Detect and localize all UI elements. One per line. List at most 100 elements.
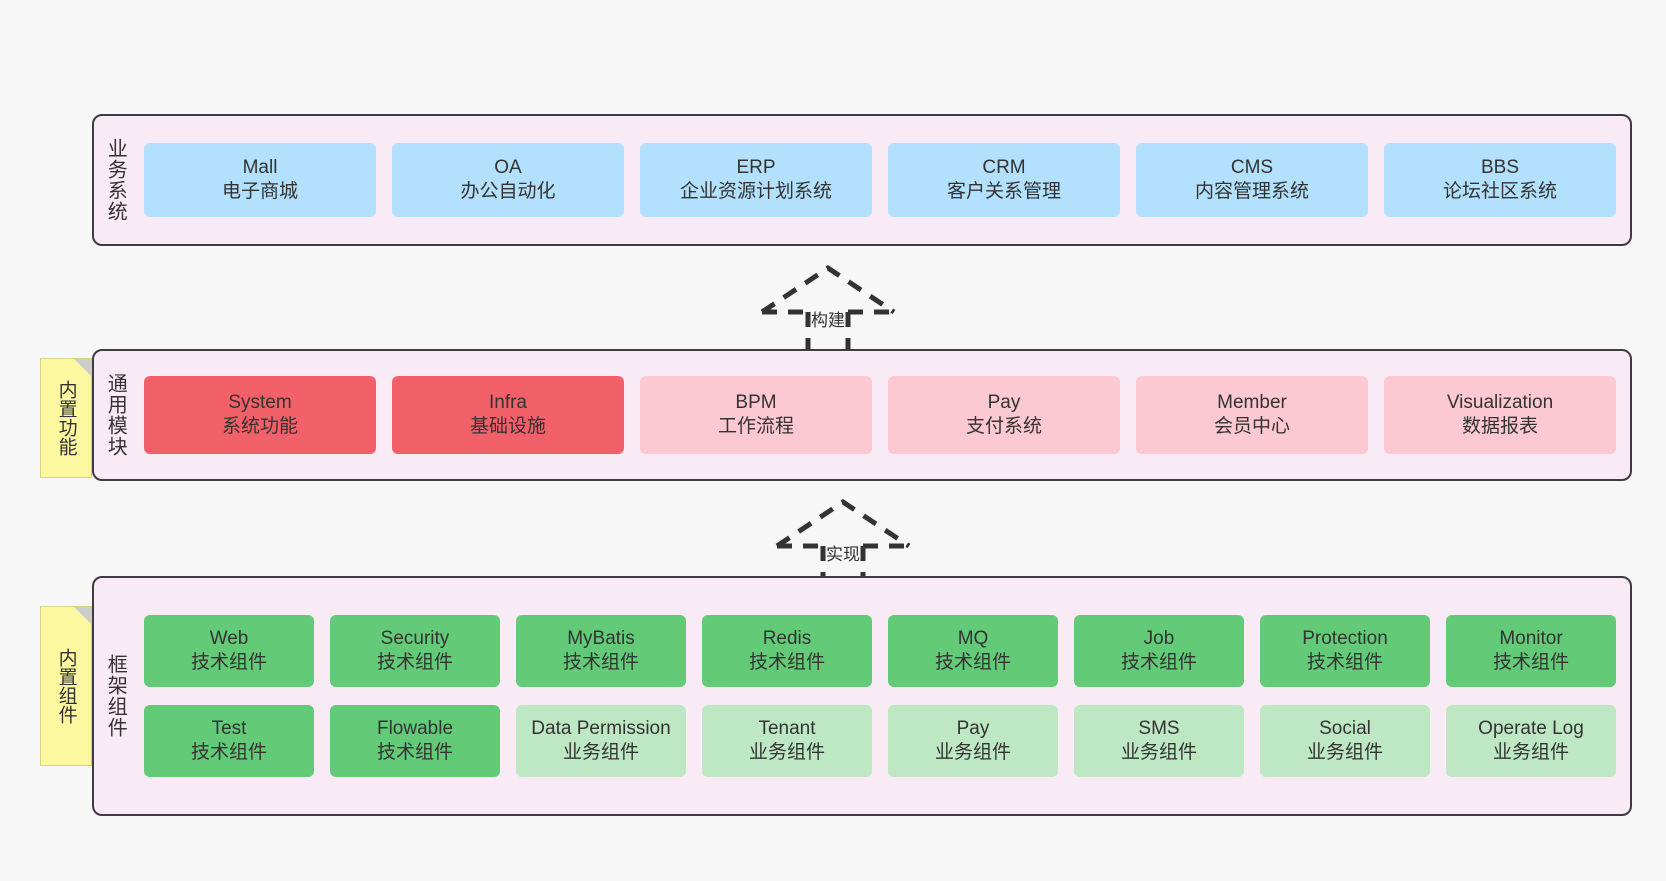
node-mq[interactable]: MQ 技术组件: [888, 615, 1058, 687]
layer-business: 业务系统 Mall 电子商城 OA 办公自动化 ERP 企业资源计划系统 CRM…: [92, 114, 1632, 246]
node-redis-cn: 技术组件: [748, 652, 825, 673]
node-operate-log[interactable]: Operate Log 业务组件: [1446, 705, 1616, 777]
node-mall-cn: 电子商城: [221, 181, 298, 202]
layer-module-title: 通用模块: [104, 373, 127, 457]
node-redis[interactable]: Redis 技术组件: [702, 615, 872, 687]
node-system[interactable]: System 系统功能: [144, 376, 376, 454]
node-pay-module-cn: 支付系统: [965, 416, 1042, 437]
node-oa[interactable]: OA 办公自动化: [392, 143, 624, 217]
node-member-cn: 会员中心: [1213, 416, 1290, 437]
node-pay-component[interactable]: Pay 业务组件: [888, 705, 1058, 777]
note-builtin-components-label: 内置组件: [55, 648, 77, 724]
node-visualization[interactable]: Visualization 数据报表: [1384, 376, 1616, 454]
note-fold-corner-icon: [74, 359, 91, 376]
node-mall-en: Mall: [242, 157, 278, 179]
node-redis-en: Redis: [762, 628, 812, 650]
node-web-en: Web: [209, 628, 249, 650]
node-flowable-cn: 技术组件: [376, 742, 453, 763]
node-cms[interactable]: CMS 内容管理系统: [1136, 143, 1368, 217]
node-pay-module[interactable]: Pay 支付系统: [888, 376, 1120, 454]
node-mq-cn: 技术组件: [934, 652, 1011, 673]
node-bbs[interactable]: BBS 论坛社区系统: [1384, 143, 1616, 217]
node-erp-en: ERP: [736, 157, 776, 179]
node-bbs-cn: 论坛社区系统: [1442, 181, 1557, 202]
node-protection-en: Protection: [1302, 628, 1388, 650]
node-test-cn: 技术组件: [190, 742, 267, 763]
node-data-permission-cn: 业务组件: [562, 742, 639, 763]
node-visualization-en: Visualization: [1446, 392, 1554, 414]
node-cms-cn: 内容管理系统: [1194, 181, 1309, 202]
node-infra[interactable]: Infra 基础设施: [392, 376, 624, 454]
node-security[interactable]: Security 技术组件: [330, 615, 500, 687]
node-flowable[interactable]: Flowable 技术组件: [330, 705, 500, 777]
node-pay-component-en: Pay: [956, 718, 990, 740]
node-oa-cn: 办公自动化: [460, 181, 556, 202]
node-social-cn: 业务组件: [1306, 742, 1383, 763]
node-bpm-en: BPM: [735, 392, 777, 414]
layer-module: 通用模块 System 系统功能 Infra 基础设施 BPM 工作流程 Pay…: [92, 349, 1632, 481]
node-infra-en: Infra: [488, 392, 528, 414]
node-crm-en: CRM: [982, 157, 1026, 179]
node-bpm[interactable]: BPM 工作流程: [640, 376, 872, 454]
node-mall[interactable]: Mall 电子商城: [144, 143, 376, 217]
node-data-permission[interactable]: Data Permission 业务组件: [516, 705, 686, 777]
node-job-en: Job: [1143, 628, 1175, 650]
node-mybatis-en: MyBatis: [567, 628, 635, 650]
node-operate-log-en: Operate Log: [1478, 718, 1584, 740]
layer-module-body: System 系统功能 Infra 基础设施 BPM 工作流程 Pay 支付系统…: [136, 351, 1630, 479]
node-tenant-cn: 业务组件: [748, 742, 825, 763]
node-mybatis[interactable]: MyBatis 技术组件: [516, 615, 686, 687]
node-protection[interactable]: Protection 技术组件: [1260, 615, 1430, 687]
layer-framework-body: Web 技术组件 Security 技术组件 MyBatis 技术组件 Redi…: [136, 578, 1630, 814]
node-bbs-en: BBS: [1480, 157, 1520, 179]
node-monitor-cn: 技术组件: [1492, 652, 1569, 673]
node-pay-module-en: Pay: [987, 392, 1021, 414]
node-monitor-en: Monitor: [1499, 628, 1563, 650]
node-crm[interactable]: CRM 客户关系管理: [888, 143, 1120, 217]
node-infra-cn: 基础设施: [469, 416, 546, 437]
node-test[interactable]: Test 技术组件: [144, 705, 314, 777]
note-builtin-features-label: 内置功能: [55, 380, 77, 456]
node-crm-cn: 客户关系管理: [946, 181, 1061, 202]
layer-business-body: Mall 电子商城 OA 办公自动化 ERP 企业资源计划系统 CRM 客户关系…: [136, 116, 1630, 244]
node-system-cn: 系统功能: [221, 416, 298, 437]
layer-business-title: 业务系统: [104, 138, 127, 222]
layer-framework-row-business: Test 技术组件 Flowable 技术组件 Data Permission …: [144, 705, 1616, 777]
node-test-en: Test: [211, 718, 247, 740]
node-data-permission-en: Data Permission: [531, 718, 671, 740]
node-job[interactable]: Job 技术组件: [1074, 615, 1244, 687]
node-operate-log-cn: 业务组件: [1492, 742, 1569, 763]
node-monitor[interactable]: Monitor 技术组件: [1446, 615, 1616, 687]
node-erp[interactable]: ERP 企业资源计划系统: [640, 143, 872, 217]
node-member[interactable]: Member 会员中心: [1136, 376, 1368, 454]
note-builtin-components: 内置组件: [40, 606, 92, 766]
node-tenant-en: Tenant: [758, 718, 816, 740]
node-member-en: Member: [1217, 392, 1287, 414]
node-job-cn: 技术组件: [1120, 652, 1197, 673]
note-builtin-features: 内置功能: [40, 358, 92, 478]
node-social-en: Social: [1319, 718, 1371, 740]
node-social[interactable]: Social 业务组件: [1260, 705, 1430, 777]
note-fold-corner-icon: [74, 607, 91, 624]
node-oa-en: OA: [494, 157, 522, 179]
node-sms-en: SMS: [1138, 718, 1180, 740]
layer-business-row: Mall 电子商城 OA 办公自动化 ERP 企业资源计划系统 CRM 客户关系…: [144, 143, 1616, 217]
layer-framework: 框架组件 Web 技术组件 Security 技术组件 MyBatis 技术组件…: [92, 576, 1632, 816]
layer-framework-title: 框架组件: [104, 654, 127, 738]
arrow-build-label: 构建: [811, 311, 845, 330]
arrow-implement-label: 实现: [826, 545, 860, 564]
node-erp-cn: 企业资源计划系统: [679, 181, 832, 202]
node-flowable-en: Flowable: [376, 718, 454, 740]
node-web[interactable]: Web 技术组件: [144, 615, 314, 687]
layer-module-row: System 系统功能 Infra 基础设施 BPM 工作流程 Pay 支付系统…: [144, 376, 1616, 454]
node-pay-component-cn: 业务组件: [934, 742, 1011, 763]
node-bpm-cn: 工作流程: [717, 416, 794, 437]
arrow-build: 构建: [748, 262, 908, 358]
node-mq-en: MQ: [957, 628, 989, 650]
node-sms[interactable]: SMS 业务组件: [1074, 705, 1244, 777]
node-protection-cn: 技术组件: [1306, 652, 1383, 673]
node-tenant[interactable]: Tenant 业务组件: [702, 705, 872, 777]
node-system-en: System: [228, 392, 292, 414]
node-mybatis-cn: 技术组件: [562, 652, 639, 673]
